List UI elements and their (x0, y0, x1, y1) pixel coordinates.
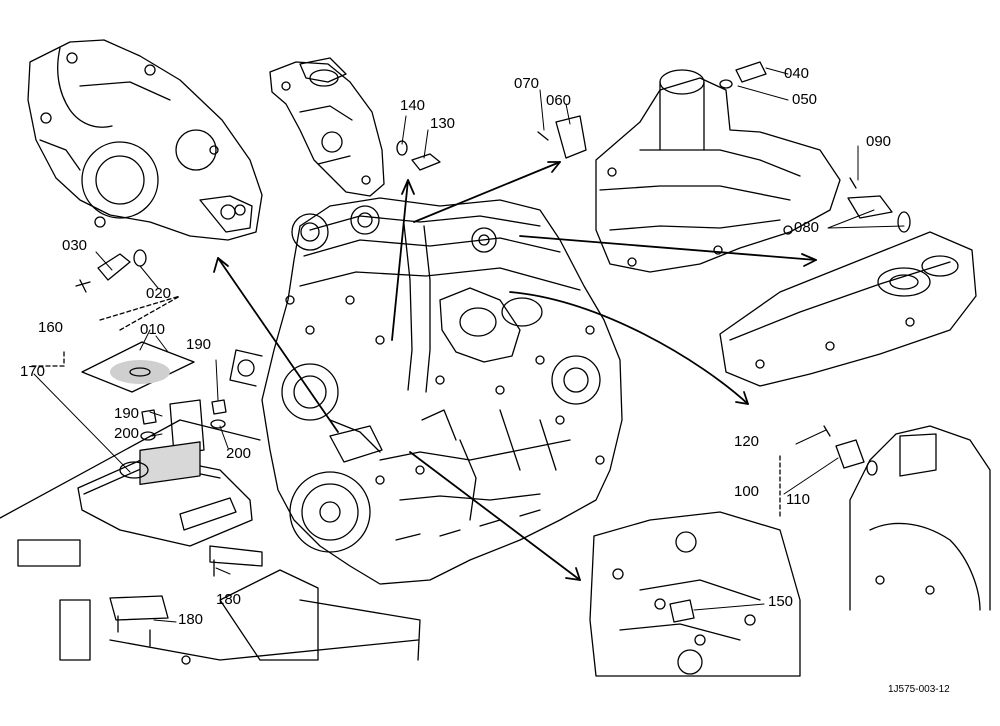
ecu-unit (77, 441, 253, 547)
part-label-050: 050 (792, 91, 818, 108)
part-label-150: 150 (768, 593, 794, 610)
part-label-120: 120 (734, 433, 760, 450)
part-label-100: 100 (734, 483, 760, 500)
intake-manifold (595, 69, 841, 273)
part-label-140: 140 (400, 97, 426, 114)
ecu-mat (81, 341, 195, 393)
thermostat-housing (269, 57, 385, 197)
part-label-020: 020 (146, 285, 172, 302)
part-label-190-left: 190 (114, 405, 140, 422)
part-label-170: 170 (20, 363, 46, 380)
cylinder-head-cover (719, 231, 977, 387)
group-brackets (29, 295, 781, 517)
lower-crankcase (589, 511, 801, 677)
assembly-arrows (213, 161, 817, 581)
part-label-010: 010 (140, 321, 166, 338)
part-label-180-lower: 180 (178, 611, 204, 628)
part-label-160: 160 (38, 319, 64, 336)
part-label-080: 080 (794, 219, 820, 236)
ecu-mounting-frame (0, 399, 421, 665)
part-label-070: 070 (514, 75, 540, 92)
small-parts (75, 61, 911, 647)
part-label-040: 040 (784, 65, 810, 82)
part-label-200-left: 200 (114, 425, 140, 442)
part-label-030: 030 (62, 237, 88, 254)
part-label-060: 060 (546, 92, 572, 109)
flywheel-housing (849, 425, 991, 611)
part-label-110: 110 (786, 491, 810, 508)
leader-lines (33, 67, 905, 623)
part-label-090: 090 (866, 133, 892, 150)
gear-case-housing (27, 39, 263, 241)
part-label-200-right: 200 (226, 445, 252, 462)
figure-code: 1J575-003-12 (888, 684, 950, 695)
part-label-190-right: 190 (186, 336, 212, 353)
part-label-180-upper: 180 (216, 591, 242, 608)
engine-block (229, 197, 623, 585)
part-label-130: 130 (430, 115, 456, 132)
